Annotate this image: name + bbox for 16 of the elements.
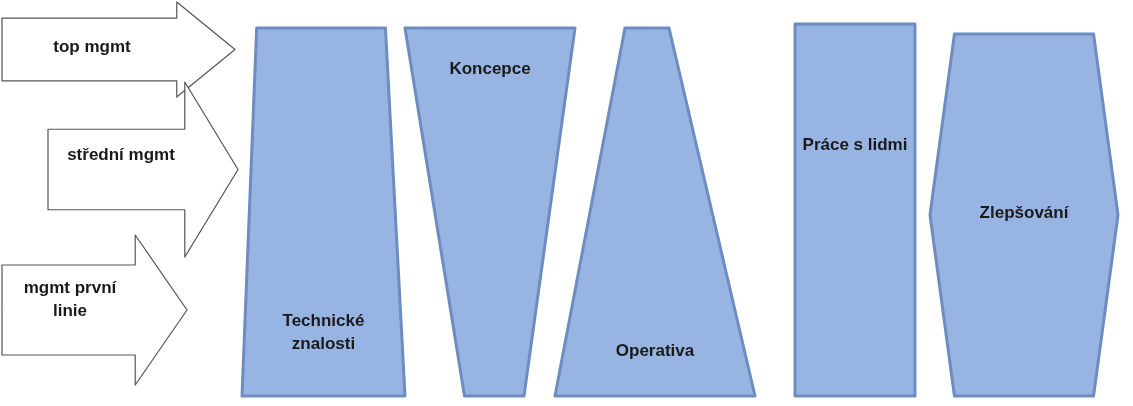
arrow-shape bbox=[2, 2, 235, 97]
shape-label: střední mgmt bbox=[66, 144, 176, 166]
shape-label: Koncepce bbox=[448, 58, 532, 80]
shape-label: Práce s lidmi bbox=[801, 134, 909, 156]
arrow-shape bbox=[48, 82, 238, 257]
shape-label: Technické znalosti bbox=[281, 310, 366, 355]
shape-label: Zlepšování bbox=[978, 202, 1070, 224]
trapezoid-shape bbox=[242, 28, 405, 396]
arrow-shape bbox=[2, 235, 187, 385]
hexagon-shape bbox=[930, 34, 1118, 396]
trapezoid-shape bbox=[555, 28, 755, 396]
shape-label: Operativa bbox=[614, 340, 696, 362]
shape-label: top mgmt bbox=[52, 36, 132, 58]
shape-label: mgmt první linie bbox=[22, 277, 118, 322]
inverted-trapezoid-shape bbox=[405, 28, 575, 396]
rectangle-shape bbox=[795, 24, 915, 396]
